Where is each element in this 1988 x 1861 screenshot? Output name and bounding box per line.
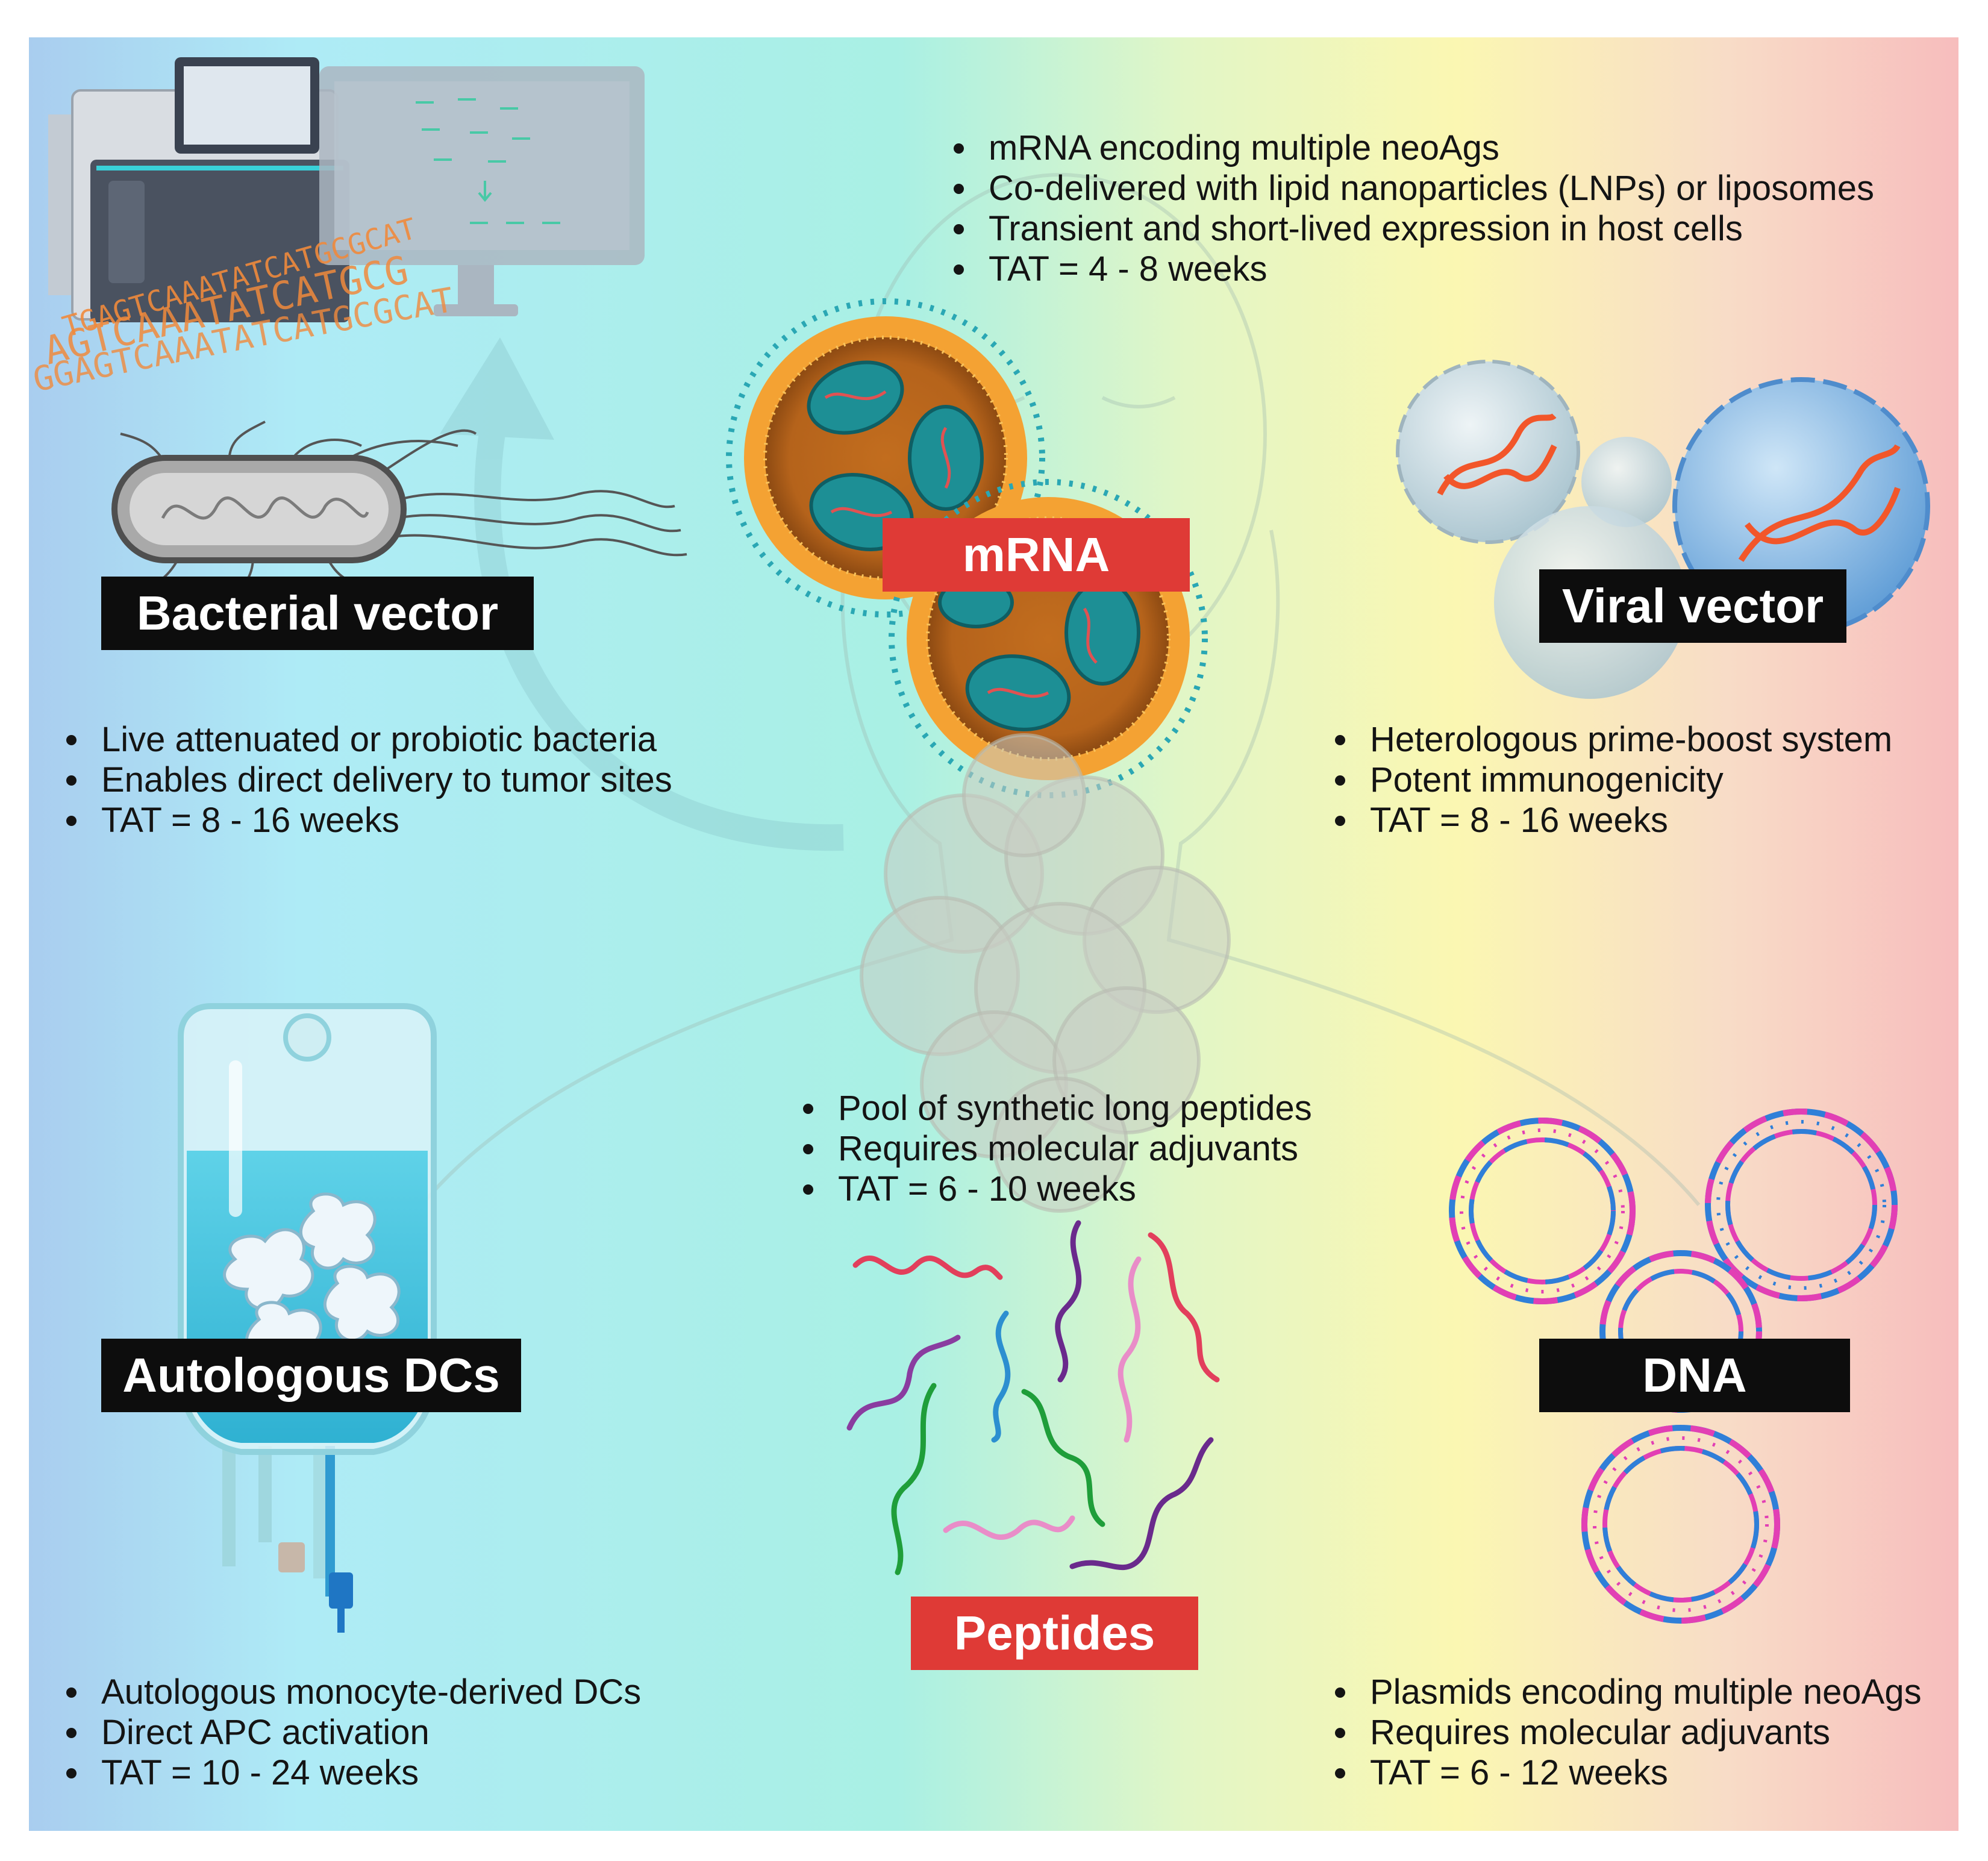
- bullet-item: Potent immunogenicity: [1334, 760, 1892, 800]
- bullet-item: Pool of synthetic long peptides: [803, 1089, 1312, 1128]
- bullet-item: Plasmids encoding multiple neoAgs: [1335, 1672, 1922, 1712]
- mrna-label: mRNA: [883, 518, 1190, 592]
- dna-label: DNA: [1539, 1339, 1850, 1412]
- bacterial-vector-bullets: Live attenuated or probiotic bacteria En…: [60, 719, 672, 840]
- autologous-dcs-label: Autologous DCs: [101, 1339, 521, 1412]
- bullet-item: Requires molecular adjuvants: [803, 1128, 1312, 1169]
- bullet-item: Live attenuated or probiotic bacteria: [66, 719, 672, 760]
- process-arrow-icon: [440, 337, 844, 851]
- computer-monitor-icon: [319, 66, 645, 316]
- dna-plasmids-icon: [1449, 1109, 1898, 1624]
- dna-bullets: Plasmids encoding multiple neoAgs Requir…: [1329, 1672, 1922, 1793]
- sequencer-machine-icon: [48, 57, 349, 322]
- bullet-item: Enables direct delivery to tumor sites: [66, 760, 672, 799]
- bullet-item: Requires molecular adjuvants: [1335, 1712, 1922, 1753]
- bullet-item: Direct APC activation: [66, 1712, 641, 1753]
- autologous-dcs-bullets: Autologous monocyte-derived DCs Direct A…: [60, 1672, 641, 1793]
- peptides-label: Peptides: [911, 1597, 1198, 1670]
- bacterial-vector-label: Bacterial vector: [101, 577, 534, 650]
- bullet-item: TAT = 6 - 12 weeks: [1335, 1753, 1922, 1793]
- bullet-item: Transient and short-lived expression in …: [954, 208, 1874, 249]
- mrna-bullets: mRNA encoding multiple neoAgs Co-deliver…: [948, 128, 1874, 289]
- bullet-item: Heterologous prime-boost system: [1334, 720, 1893, 759]
- bullet-item: TAT = 6 - 10 weeks: [803, 1169, 1312, 1209]
- bullet-item: TAT = 4 - 8 weeks: [954, 249, 1874, 289]
- bullet-item: Autologous monocyte-derived DCs: [66, 1672, 642, 1712]
- cell-cluster-icon: [860, 733, 1231, 1213]
- bullet-item: TAT = 10 - 24 weeks: [66, 1753, 641, 1793]
- bullet-item: Co-delivered with lipid nanoparticles (L…: [954, 169, 1874, 208]
- viral-vector-bullets: Heterologous prime-boost system Potent i…: [1329, 719, 1892, 840]
- bacterium-icon: [111, 421, 687, 598]
- bullet-item: TAT = 8 - 16 weeks: [1334, 800, 1892, 840]
- peptide-strands-icon: [846, 1220, 1220, 1575]
- viral-vector-label: Viral vector: [1539, 569, 1846, 643]
- peptides-bullets: Pool of synthetic long peptides Requires…: [797, 1088, 1312, 1209]
- bullet-item: mRNA encoding multiple neoAgs: [954, 128, 1874, 168]
- bullet-item: TAT = 8 - 16 weeks: [66, 800, 672, 840]
